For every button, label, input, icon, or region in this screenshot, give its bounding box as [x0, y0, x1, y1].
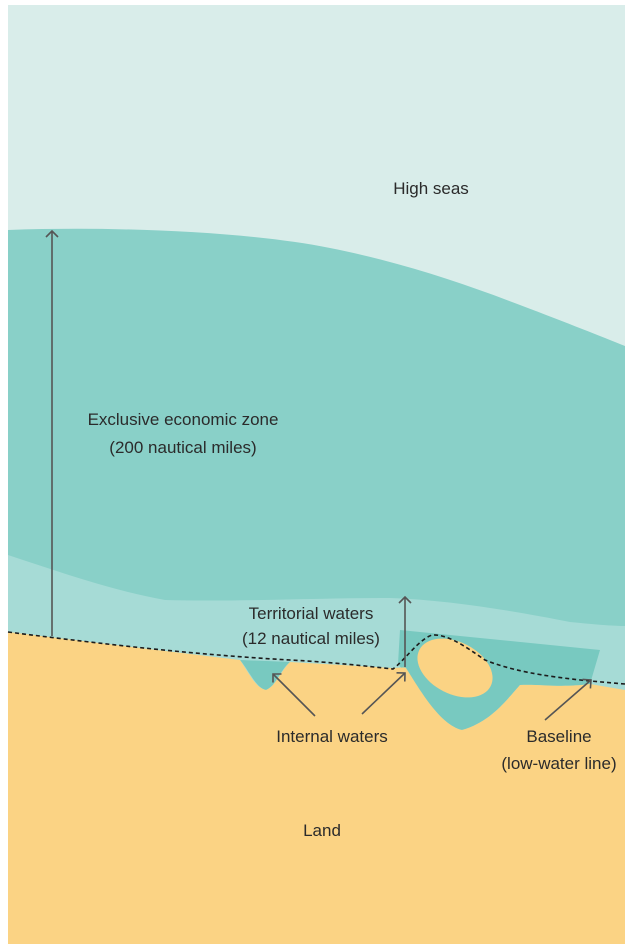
internal-waters-label: Internal waters	[276, 727, 388, 746]
land-region	[8, 632, 625, 944]
land-label: Land	[303, 821, 341, 840]
baseline-arrow	[544, 678, 592, 721]
baseline-label-line2: (low-water line)	[501, 754, 616, 773]
eez-label-line2: (200 nautical miles)	[109, 438, 256, 457]
internal-waters-arrow-left	[272, 673, 316, 717]
territorial-waters-label-line2: (12 nautical miles)	[242, 629, 380, 648]
internal-waters-inlet-left	[240, 660, 290, 690]
internal-waters-arrow-right	[361, 671, 406, 715]
baseline-dashed-line	[7, 631, 625, 685]
baseline-label-line1: Baseline	[526, 727, 591, 746]
high-seas-label: High seas	[393, 179, 469, 198]
eez-label-line1: Exclusive economic zone	[88, 410, 279, 429]
territorial-waters-label-line1: Territorial waters	[249, 604, 374, 623]
